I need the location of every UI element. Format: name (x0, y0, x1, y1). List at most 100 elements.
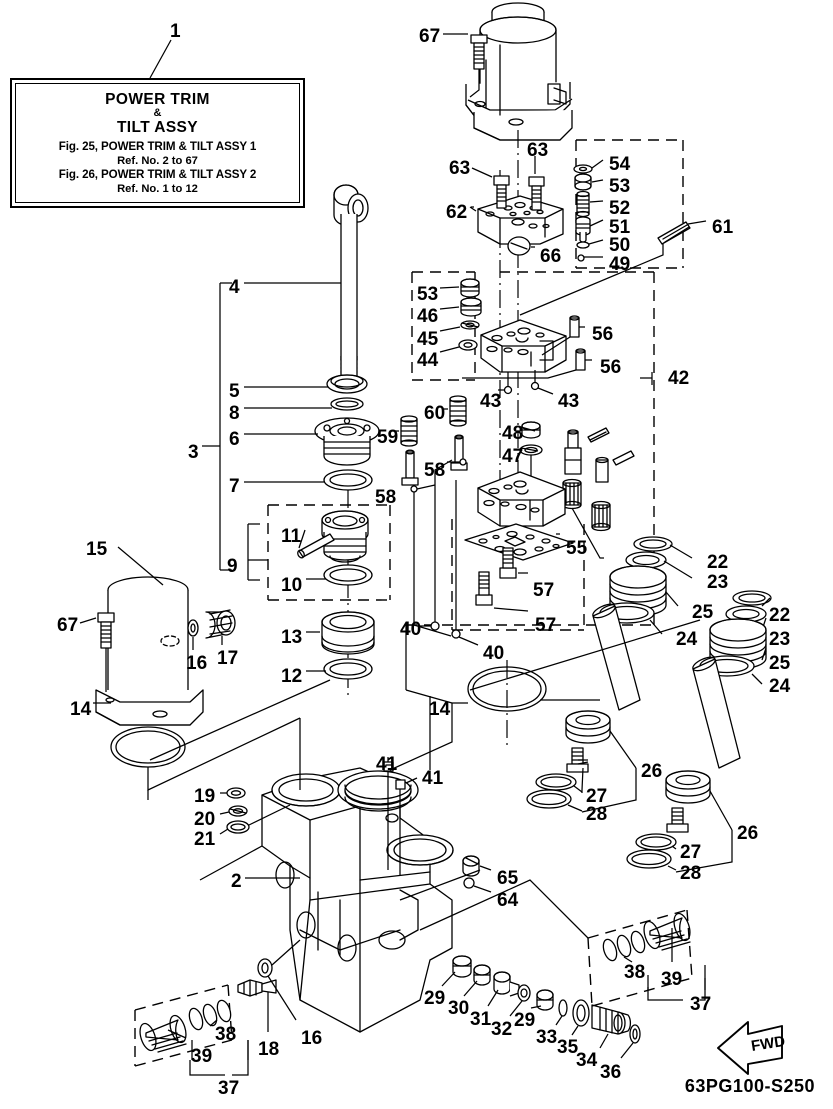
callout-16: 16 (186, 653, 208, 674)
callout-3: 3 (188, 442, 199, 463)
callout-38: 38 (215, 1024, 237, 1045)
callout-54: 54 (609, 154, 631, 175)
washer-20 (219, 805, 248, 817)
callout-49: 49 (609, 254, 631, 275)
title-fig2-ref: Ref. No. 1 to 12 (117, 182, 198, 195)
bushing-13 (306, 611, 375, 655)
fwd-arrow-icon: FWD (717, 1021, 787, 1075)
pin-61 (519, 220, 707, 316)
callout-28: 28 (680, 863, 702, 884)
callout-24: 24 (769, 676, 791, 697)
bracket-9 (247, 523, 268, 581)
callout-60: 60 (424, 403, 446, 424)
callout-34: 34 (576, 1050, 598, 1071)
housing-body-2 (245, 767, 454, 1033)
screw-43-left (498, 372, 513, 395)
callout-56: 56 (592, 324, 614, 345)
callout-40: 40 (483, 643, 505, 664)
svg-text:FWD: FWD (750, 1033, 787, 1055)
callout-11: 11 (281, 526, 302, 547)
callout-46: 46 (417, 306, 439, 327)
callout-53: 53 (609, 176, 631, 197)
plug-66 (507, 236, 535, 256)
title-heading-line1: POWER TRIM (105, 90, 210, 108)
callout-10: 10 (281, 575, 303, 596)
plug-65 (462, 855, 492, 877)
group-37-right (587, 909, 706, 1007)
trim-ram-group-right (626, 590, 772, 873)
callout-14: 14 (70, 699, 92, 720)
callout-33: 33 (536, 1027, 558, 1048)
callout-35: 35 (557, 1037, 579, 1058)
callout-59: 59 (377, 427, 399, 448)
tilt-motor-assembly (465, 2, 573, 141)
bolt-63-right (528, 156, 545, 211)
callout-42: 42 (668, 368, 690, 389)
callout-28: 28 (586, 804, 608, 825)
pin-40-b (451, 480, 479, 646)
oring-16-bottom (257, 939, 301, 1021)
callout-16: 16 (301, 1028, 323, 1049)
oring-8 (244, 397, 364, 411)
callout-67: 67 (419, 26, 441, 47)
callout-30: 30 (448, 998, 470, 1019)
callout-32: 32 (491, 1019, 513, 1040)
oring-16-left (187, 619, 199, 650)
title-fig1: Fig. 25, POWER TRIM & TILT ASSY 1 (58, 139, 257, 153)
callout-29: 29 (514, 1010, 536, 1031)
callout-41: 41 (376, 754, 398, 775)
callout-48: 48 (502, 423, 524, 444)
callout-26: 26 (737, 823, 759, 844)
manifold-block-mid (480, 319, 567, 373)
oring-14-centre (452, 660, 547, 745)
dowel-56-upper (541, 315, 585, 356)
callout-19: 19 (194, 786, 216, 807)
callout-22: 22 (707, 552, 729, 573)
callout-65: 65 (497, 868, 519, 889)
callout-45: 45 (417, 329, 439, 350)
dowel-56-lower (462, 348, 592, 379)
callout-20: 20 (194, 809, 216, 830)
bolt-57-left (475, 571, 529, 612)
callout-52: 52 (609, 198, 631, 219)
trim-ram-group-left (526, 536, 693, 813)
callout-12: 12 (281, 666, 303, 687)
callout-31: 31 (470, 1009, 492, 1030)
callout-9: 9 (227, 556, 238, 577)
leader-1 (149, 39, 172, 79)
reservoir-15 (95, 546, 204, 726)
callout-8: 8 (229, 403, 240, 424)
bolt-57-right (499, 547, 528, 579)
valve-51 (575, 216, 591, 243)
oring-10 (306, 564, 373, 586)
callout-15: 15 (86, 539, 108, 560)
bolt-63-left (471, 167, 510, 209)
oring-21 (219, 804, 291, 835)
washer-19 (220, 787, 246, 799)
title-heading-amp: & (153, 106, 162, 119)
callout-57: 57 (535, 615, 557, 636)
callout-57: 57 (533, 580, 555, 601)
plug-17 (205, 609, 236, 645)
callout-7: 7 (229, 476, 240, 497)
callout-62: 62 (446, 202, 468, 223)
oring-12 (306, 658, 373, 680)
callout-18: 18 (258, 1039, 280, 1060)
gasket-55 (464, 523, 574, 561)
callout-50: 50 (609, 235, 631, 256)
callout-43: 43 (480, 391, 502, 412)
callout-4: 4 (229, 277, 240, 298)
callout-2: 2 (231, 871, 242, 892)
title-heading-line2: TILT ASSY (116, 118, 199, 136)
bracket-3 (202, 282, 232, 571)
callout-5: 5 (229, 381, 240, 402)
callout-36: 36 (600, 1062, 622, 1083)
callout-51: 51 (609, 217, 631, 238)
valve-internals (562, 427, 635, 559)
callout-40: 40 (400, 619, 422, 640)
callout-37: 37 (690, 994, 712, 1015)
screw-58-right (447, 434, 468, 471)
callout-63: 63 (449, 158, 471, 179)
title-block: POWER TRIM & TILT ASSY Fig. 25, POWER TR… (10, 78, 305, 208)
